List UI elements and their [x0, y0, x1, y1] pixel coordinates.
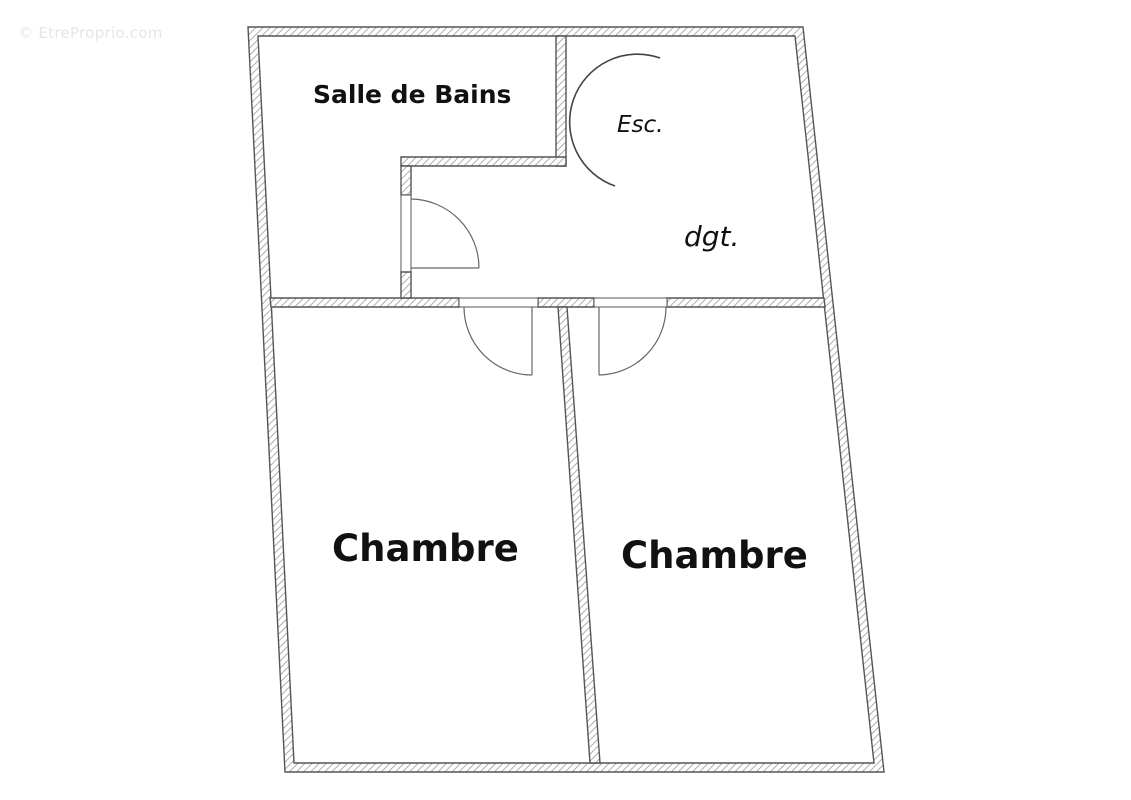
bathroom-partition-wall	[400, 35, 567, 299]
room-label-chambre-1: Chambre	[332, 527, 519, 570]
room-label-escalier: Esc.	[617, 112, 664, 138]
door-chambre-2	[598, 306, 667, 376]
room-label-degagement: dgt.	[684, 220, 740, 253]
watermark: © EtreProprio.com	[18, 24, 163, 42]
outer-walls	[247, 26, 885, 773]
door-bathroom	[410, 198, 480, 269]
room-label-salle-de-bains: Salle de Bains	[313, 80, 512, 109]
stair-arc	[568, 53, 661, 187]
bedroom-partition-wall	[557, 306, 601, 764]
mid-horizontal-wall	[269, 297, 826, 308]
room-label-chambre-2: Chambre	[621, 534, 808, 577]
door-chambre-1	[463, 306, 533, 376]
